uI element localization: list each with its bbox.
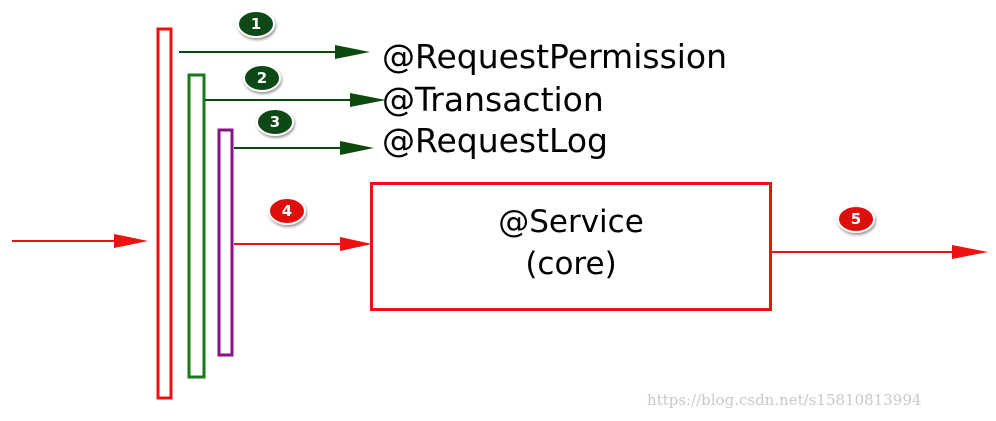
outgoing-arrow bbox=[770, 245, 988, 259]
svg-text:4: 4 bbox=[282, 202, 292, 220]
svg-text:2: 2 bbox=[257, 69, 267, 87]
incoming-arrow bbox=[12, 234, 148, 248]
log-interceptor-bar bbox=[217, 128, 234, 357]
svg-text:5: 5 bbox=[851, 210, 861, 228]
step-badge-1: 1 bbox=[237, 10, 275, 38]
svg-text:3: 3 bbox=[270, 113, 280, 131]
transaction-interceptor-bar bbox=[187, 73, 206, 379]
service-title: @Service bbox=[498, 204, 644, 240]
step-badge-5: 5 bbox=[837, 205, 875, 233]
step-badge-2: 2 bbox=[243, 64, 281, 92]
arrow-to-request-permission bbox=[179, 45, 370, 59]
svg-text:1: 1 bbox=[251, 15, 261, 33]
service-subtitle: (core) bbox=[525, 246, 617, 282]
request-permission-label: @RequestPermission bbox=[382, 37, 728, 76]
arrow-to-service bbox=[234, 237, 372, 251]
step-badge-4: 4 bbox=[268, 197, 306, 225]
watermark-text: https://blog.csdn.net/s15810813994 bbox=[647, 391, 922, 409]
permission-interceptor-bar bbox=[156, 27, 173, 400]
transaction-label: @Transaction bbox=[382, 80, 604, 119]
request-log-label: @RequestLog bbox=[382, 121, 608, 160]
service-box: @Service (core) bbox=[370, 182, 772, 311]
arrow-to-transaction bbox=[205, 93, 386, 107]
step-badge-3: 3 bbox=[256, 108, 294, 136]
arrow-to-request-log bbox=[234, 141, 374, 155]
